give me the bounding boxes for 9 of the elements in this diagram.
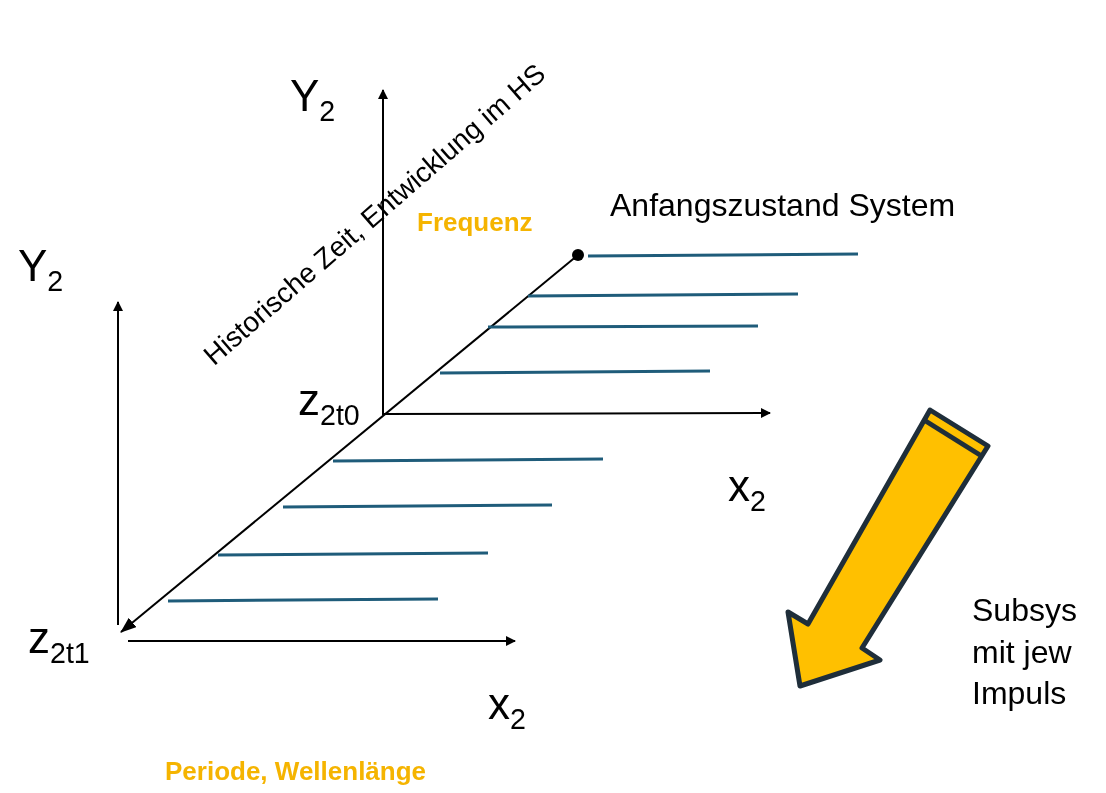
axis-label: x$_{2}$ [728,462,766,518]
axis-label: Y$_{2}$ [290,72,336,128]
axis-label: z$_{2t1}$ [28,614,90,670]
axis-label: Periode, Wellenlänge [165,757,427,786]
axis-label: z$_{2t0}$ [298,376,360,432]
annotation-text: Subsys mit jew Impuls [972,591,1077,714]
axis-label: x$_{2}$ [488,680,526,736]
axis-label: Y$_{2}$ [18,242,64,298]
point-label: Anfangszustand System [610,188,956,224]
